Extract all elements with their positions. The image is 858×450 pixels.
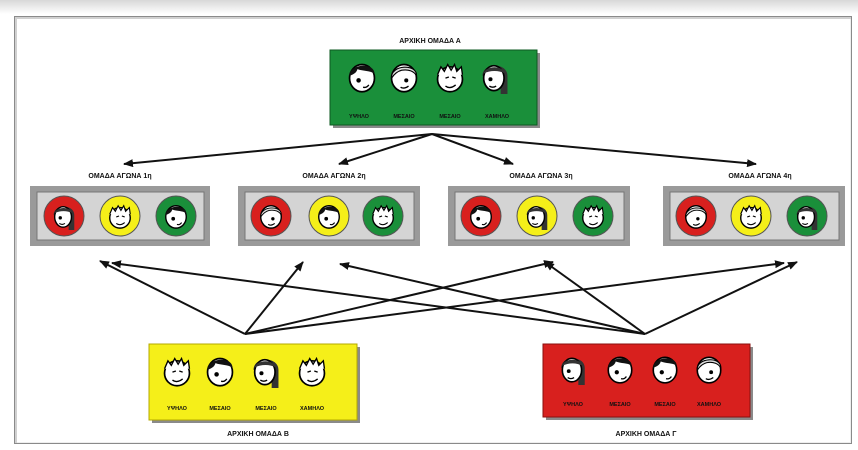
team3-title: ΟΜΑΔΑ ΑΓΩΝΑ 3η bbox=[509, 173, 572, 180]
team1-title: ΟΜΑΔΑ ΑΓΩΝΑ 1η bbox=[88, 173, 151, 180]
group-a-label-2: ΜΕΣΑΙΟ bbox=[393, 114, 415, 120]
team1-player-2-icon bbox=[109, 205, 131, 229]
arrow-c-to-team4 bbox=[644, 261, 798, 335]
group-c-label-1: ΥΨΗΛΟ bbox=[563, 402, 584, 408]
team4-title: ΟΜΑΔΑ ΑΓΩΝΑ 4η bbox=[728, 173, 791, 180]
player-c3-icon bbox=[652, 356, 678, 384]
arrow-a-to-team1 bbox=[123, 133, 433, 168]
group-c-title: ΑΡΧΙΚΗ ΟΜΑΔΑ Γ bbox=[616, 431, 678, 438]
arrow-b-to-team3 bbox=[244, 260, 554, 335]
arrows-from-groups-b-c bbox=[99, 260, 798, 335]
player-c4-icon bbox=[696, 356, 722, 384]
team2-title: ΟΜΑΔΑ ΑΓΩΝΑ 2η bbox=[302, 173, 365, 180]
group-a-label-1: ΥΨΗΛΟ bbox=[349, 114, 370, 120]
team1-player-3-icon bbox=[165, 205, 187, 229]
team3-player-1-icon bbox=[470, 205, 492, 229]
group-c-label-4: ΧΑΜΗΛΟ bbox=[697, 402, 722, 408]
group-c-label-3: ΜΕΣΑΙΟ bbox=[654, 402, 676, 408]
team2-player-3-icon bbox=[372, 205, 394, 229]
arrow-c-to-team1 bbox=[111, 260, 646, 335]
top-shade bbox=[0, 0, 858, 14]
arrow-c-to-team2 bbox=[339, 262, 646, 335]
group-a-label-3: ΜΕΣΑΙΟ bbox=[439, 114, 461, 120]
player-b4-icon bbox=[298, 357, 326, 387]
arrow-b-to-team4 bbox=[244, 260, 785, 335]
arrow-a-to-team3 bbox=[431, 133, 514, 165]
arrow-a-to-team2 bbox=[338, 133, 433, 166]
group-a-title: ΑΡΧΙΚΗ ΟΜΑΔΑ Α bbox=[399, 38, 461, 45]
player-a2-icon bbox=[390, 63, 418, 93]
team2-player-2-icon bbox=[318, 205, 340, 229]
player-a3-icon bbox=[436, 63, 464, 93]
group-b-title: ΑΡΧΙΚΗ ΟΜΑΔΑ Β bbox=[227, 431, 289, 438]
player-c2-icon bbox=[607, 356, 633, 384]
arrow-b-to-team1 bbox=[99, 260, 246, 335]
group-b-label-2: ΜΕΣΑΙΟ bbox=[209, 406, 231, 412]
group-b-label-4: ΧΑΜΗΛΟ bbox=[300, 406, 325, 412]
group-a-label-4: ΧΑΜΗΛΟ bbox=[485, 114, 510, 120]
player-a1-icon bbox=[348, 63, 376, 93]
group-b-label-3: ΜΕΣΑΙΟ bbox=[255, 406, 277, 412]
group-b-label-1: ΥΨΗΛΟ bbox=[167, 406, 188, 412]
group-c-label-2: ΜΕΣΑΙΟ bbox=[609, 402, 631, 408]
arrow-c-to-team3 bbox=[544, 261, 646, 335]
team2-player-1-icon bbox=[260, 205, 282, 229]
arrow-a-to-team4 bbox=[431, 133, 757, 168]
arrow-b-to-team2 bbox=[244, 261, 304, 335]
team4-player-2-icon bbox=[740, 205, 762, 229]
player-b2-icon bbox=[206, 357, 234, 387]
player-b1-icon bbox=[163, 357, 191, 387]
team3-player-3-icon bbox=[582, 205, 604, 229]
arrows-from-group-a bbox=[123, 133, 757, 168]
team4-player-1-icon bbox=[685, 205, 707, 229]
